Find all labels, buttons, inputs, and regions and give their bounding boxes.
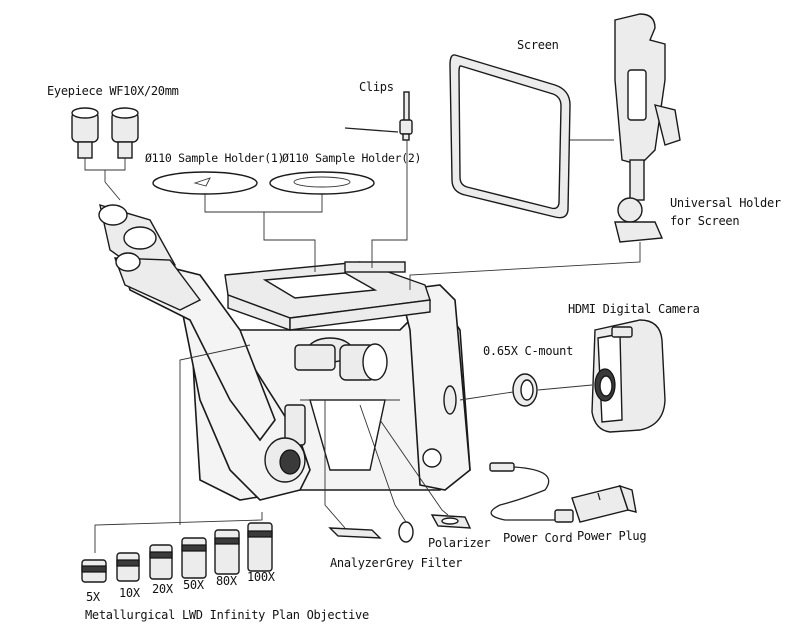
objective-label-20x: 20X xyxy=(152,582,173,596)
label-clips: Clips xyxy=(359,80,394,94)
objective-label-50x: 50X xyxy=(183,578,204,592)
label-analyzer: Analyzer xyxy=(330,556,386,570)
objective-label-10x: 10X xyxy=(119,586,140,600)
sample-holders xyxy=(152,171,375,195)
screen xyxy=(449,54,571,219)
eyepiece-pair xyxy=(71,107,139,159)
microscope-body xyxy=(98,203,471,501)
label-power-plug: Power Plug xyxy=(577,529,647,543)
label-universal-holder-line2: for Screen xyxy=(670,214,740,228)
grey-filter xyxy=(398,521,414,543)
polarizer xyxy=(430,514,472,529)
label-eyepiece: Eyepiece WF10X/20mm xyxy=(47,84,179,98)
label-grey-filter: Grey Filter xyxy=(386,556,463,570)
objective-80x xyxy=(214,529,240,575)
label-sample-holder-2: Ø110 Sample Holder(2) xyxy=(282,151,422,165)
hdmi-camera xyxy=(591,319,666,433)
objective-10x xyxy=(116,552,140,582)
label-polarizer: Polarizer xyxy=(428,536,491,550)
label-universal-holder: Universal Holder xyxy=(670,196,781,210)
label-objectives-title: Metallurgical LWD Infinity Plan Objectiv… xyxy=(85,608,369,622)
objective-50x xyxy=(181,537,207,579)
label-c-mount: 0.65X C-mount xyxy=(483,344,574,358)
c-mount xyxy=(512,373,538,407)
objective-100x xyxy=(247,522,273,572)
power-cord xyxy=(489,462,574,523)
universal-holder xyxy=(614,13,681,243)
label-power-cord: Power Cord xyxy=(503,531,573,545)
objective-label-100x: 100X xyxy=(247,570,275,584)
label-hdmi-camera: HDMI Digital Camera xyxy=(568,302,700,316)
objective-20x xyxy=(149,544,173,580)
power-plug xyxy=(571,484,637,523)
objective-label-5x: 5X xyxy=(86,590,100,604)
label-sample-holder-1: Ø110 Sample Holder(1) xyxy=(145,151,285,165)
objective-5x xyxy=(81,559,107,583)
objective-label-80x: 80X xyxy=(216,574,237,588)
objectives-group xyxy=(81,522,273,583)
clips xyxy=(344,91,413,141)
label-screen: Screen xyxy=(517,38,559,52)
analyzer xyxy=(328,527,382,539)
